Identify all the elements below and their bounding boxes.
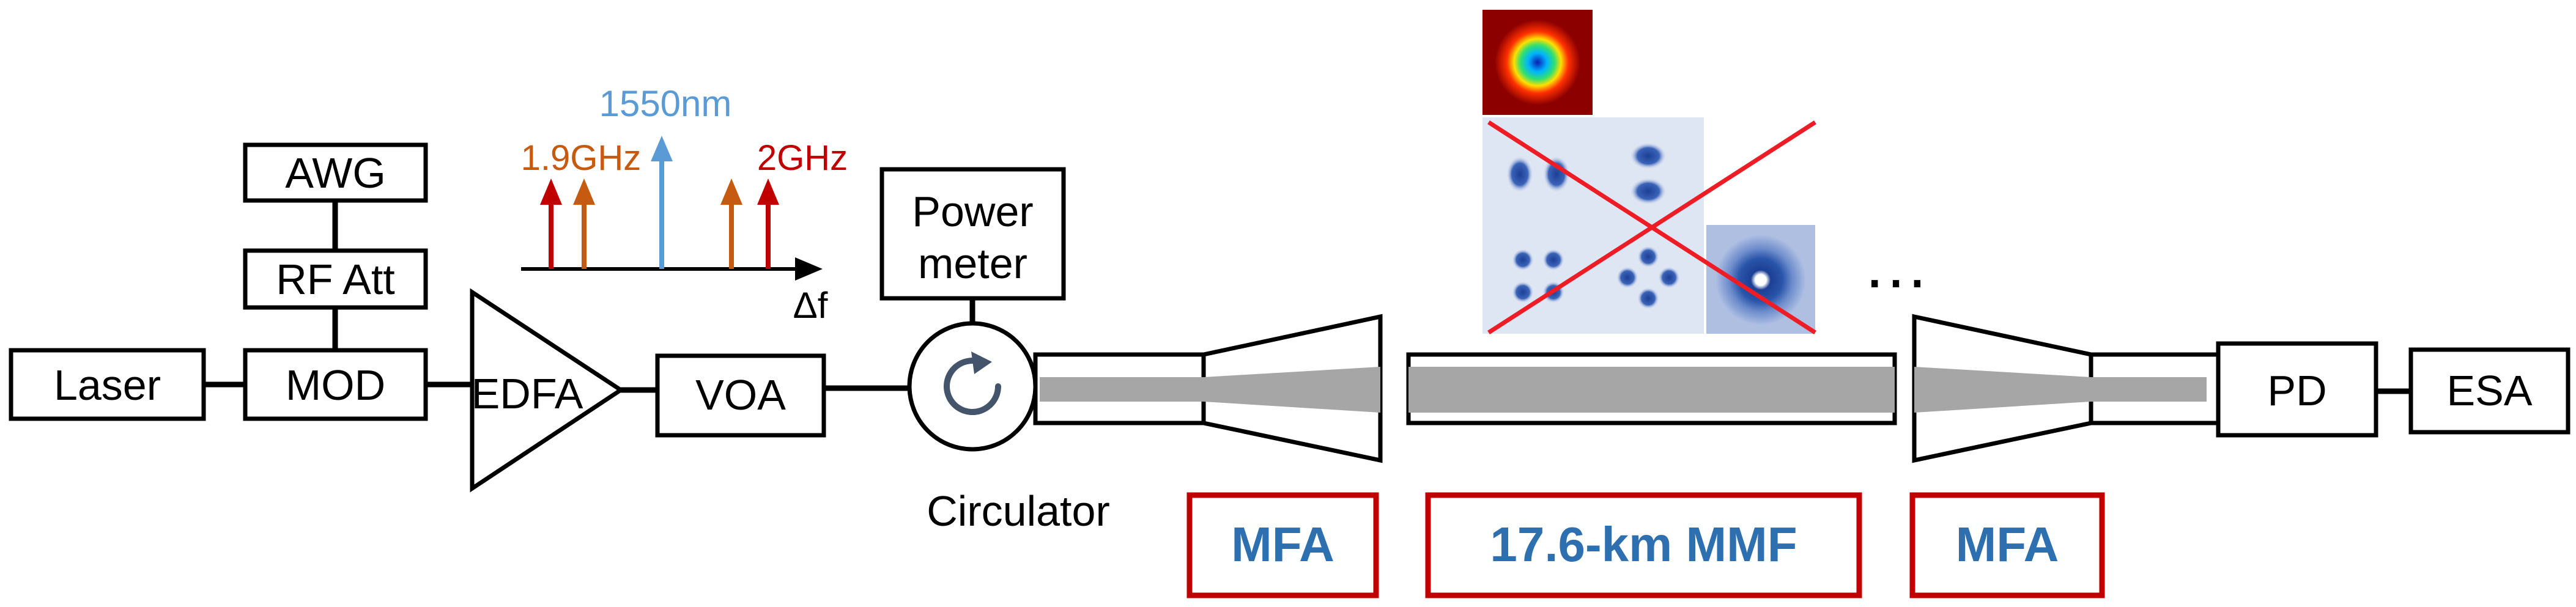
- edfa-amplifier: [470, 288, 625, 493]
- voa-box: [655, 353, 826, 438]
- left-outer-sideband-arrowhead: [540, 178, 562, 205]
- mfa-right-label: MFA: [1956, 517, 2059, 572]
- right-inner-sideband-arrowhead: [720, 178, 742, 205]
- four-lobe-mode-icon-rotated: [1616, 246, 1680, 309]
- power-meter-label-line2: meter: [918, 240, 1027, 287]
- ring-mode-spot: [1715, 235, 1806, 325]
- fundamental-mode-spot: [1495, 20, 1580, 105]
- mfa-right-label-box: [1909, 492, 2105, 598]
- rf-att-label: RF Att: [276, 256, 394, 303]
- circulator-label: Circulator: [927, 487, 1110, 535]
- esa-box: [2408, 347, 2570, 435]
- left-sideband-label: 1.9GHz: [521, 138, 642, 178]
- left-inner-sideband-arrowhead: [573, 178, 595, 205]
- mfa-left-fiber-core: [1040, 367, 1380, 413]
- esa-label: ESA: [2446, 367, 2532, 414]
- mode-cross-line-2: [1487, 120, 1816, 334]
- laser-box: [9, 348, 206, 421]
- circular-arrow-icon: [944, 351, 1001, 415]
- edfa-label: EDFA: [472, 370, 583, 418]
- frequency-axis-arrowhead: [795, 257, 823, 281]
- right-sideband-label: 2GHz: [757, 138, 848, 178]
- carrier-label: 1550nm: [599, 83, 732, 124]
- mmf-label-box: [1425, 492, 1862, 598]
- mmf-label: 17.6-km MMF: [1490, 517, 1797, 572]
- carrier-arrowhead: [651, 136, 673, 161]
- mmf-fiber-core: [1408, 367, 1895, 413]
- awg-label: AWG: [285, 149, 386, 197]
- mfa-left-label-box: [1186, 492, 1379, 598]
- two-lobe-mode-icon: [1506, 156, 1570, 193]
- mod-box: [243, 348, 428, 421]
- voa-label: VOA: [695, 371, 786, 419]
- mfa-left-label: MFA: [1231, 517, 1334, 572]
- power-meter-label-line1: Power: [912, 188, 1033, 235]
- circulator: [907, 321, 1038, 452]
- right-outer-sideband-arrowhead: [757, 178, 779, 205]
- mod-label: MOD: [286, 361, 385, 409]
- frequency-axis-label: Δf: [793, 285, 828, 326]
- mfa-right-fiber-core: [1914, 367, 2207, 413]
- mode-grid-background: [1482, 117, 1704, 334]
- more-modes-ellipsis: …: [1862, 227, 1930, 302]
- pd-box: [2216, 341, 2378, 438]
- power-meter-box: [879, 167, 1066, 301]
- pd-label: PD: [2267, 367, 2326, 414]
- awg-box: [243, 142, 428, 203]
- mode-profiles: …: [1482, 10, 1930, 334]
- laser-label: Laser: [54, 361, 161, 409]
- two-lobe-mode-icon-rotated: [1630, 142, 1667, 205]
- rf-att-box: [243, 248, 428, 310]
- spectrum-inset: Δf 1550nm 1.9GHz 2GHz: [521, 83, 848, 326]
